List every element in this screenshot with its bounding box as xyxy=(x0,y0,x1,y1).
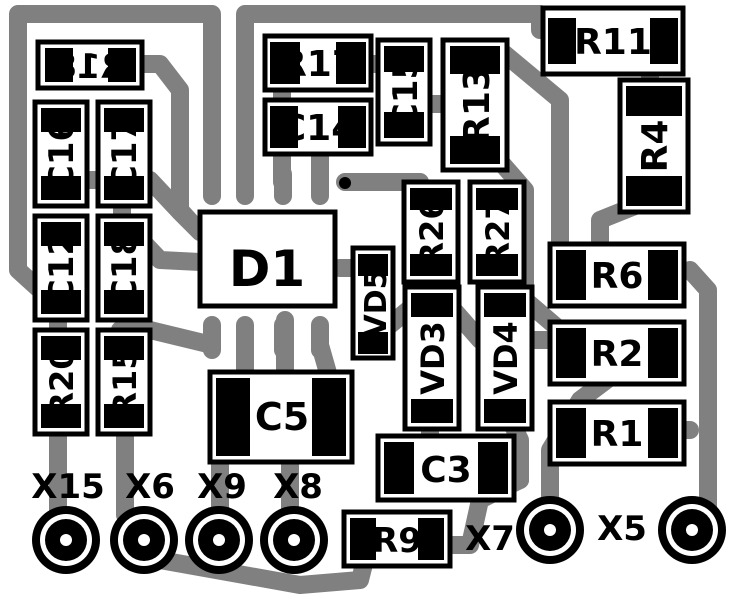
pad xyxy=(358,254,388,276)
pad xyxy=(41,108,81,132)
label-R4: R4 xyxy=(635,120,676,173)
D1-outline xyxy=(197,209,338,309)
pad xyxy=(350,518,376,560)
pad xyxy=(556,328,586,378)
pad xyxy=(648,328,678,378)
label-R27: R27 xyxy=(479,197,517,266)
label-C17: C17 xyxy=(105,118,145,190)
pad xyxy=(312,378,346,456)
label-C14: C14 xyxy=(280,108,357,149)
pad xyxy=(41,222,81,246)
label-C3: C3 xyxy=(420,450,471,491)
pad xyxy=(45,48,73,82)
pad xyxy=(104,108,144,132)
pad xyxy=(108,48,136,82)
pad xyxy=(548,18,576,64)
label-X15: X15 xyxy=(31,467,105,507)
label-C16: C16 xyxy=(42,118,82,190)
pad xyxy=(556,408,586,458)
pad xyxy=(338,106,366,148)
pad xyxy=(104,336,144,360)
pad xyxy=(270,42,300,84)
connector-pads xyxy=(32,496,726,574)
x6-pad xyxy=(110,506,178,574)
pad xyxy=(41,336,81,360)
label-X7: X7 xyxy=(465,519,515,559)
x8-pad xyxy=(260,506,328,574)
pad xyxy=(626,86,682,116)
pad xyxy=(626,176,682,206)
pad xyxy=(384,442,414,494)
pad xyxy=(104,222,144,246)
pad xyxy=(484,399,526,423)
pad xyxy=(476,188,518,210)
label-C12: C12 xyxy=(42,232,82,304)
label-VD3: VD3 xyxy=(414,321,452,395)
label-R9: R9 xyxy=(372,521,422,561)
label-R2: R2 xyxy=(591,334,644,375)
label-X6: X6 xyxy=(125,467,175,507)
pad xyxy=(478,442,508,494)
pad xyxy=(418,518,444,560)
x5-pad xyxy=(658,496,726,564)
label-VD4: VD4 xyxy=(487,321,525,395)
label-R17: R17 xyxy=(279,44,357,85)
smd-pads xyxy=(41,18,682,560)
label-R20: R20 xyxy=(43,347,81,416)
d1-pins xyxy=(203,165,329,359)
label-X5: X5 xyxy=(597,509,647,549)
label-C15: C15 xyxy=(386,56,426,128)
pad xyxy=(650,18,678,64)
pad xyxy=(41,176,81,200)
label-R26: R26 xyxy=(413,197,451,266)
pad xyxy=(411,399,453,423)
label-C18: C18 xyxy=(105,232,145,304)
label-R1: R1 xyxy=(591,414,644,455)
label-VD5: VD5 xyxy=(359,269,394,338)
pad xyxy=(384,112,424,138)
trace xyxy=(681,261,717,539)
pad xyxy=(336,42,366,84)
trace xyxy=(116,411,374,594)
pad xyxy=(556,250,586,300)
component-labels: R18 R17 C15 R13 R11 C16 C17 C14 R4 C12 C… xyxy=(42,22,676,561)
pad xyxy=(648,408,678,458)
x15-pad xyxy=(32,506,100,574)
label-R11: R11 xyxy=(574,22,652,63)
label-R15: R15 xyxy=(106,347,144,416)
pad xyxy=(450,136,500,164)
label-C5: C5 xyxy=(255,395,309,439)
pad xyxy=(410,188,452,210)
pad xyxy=(270,106,298,148)
pad xyxy=(450,46,500,74)
label-D1: D1 xyxy=(229,240,305,298)
pad xyxy=(104,176,144,200)
connector-labels: X15 X6 X9 X8 X7 X5 xyxy=(31,467,647,559)
x7-pad xyxy=(516,496,584,564)
pad xyxy=(648,250,678,300)
label-X8: X8 xyxy=(273,467,323,507)
pad xyxy=(104,404,144,428)
label-X9: X9 xyxy=(197,467,247,507)
pad xyxy=(41,290,81,314)
pad xyxy=(358,332,388,354)
pad xyxy=(476,254,518,276)
trace xyxy=(236,5,549,191)
pad xyxy=(411,293,453,317)
label-R18: R18 xyxy=(53,47,127,87)
pad xyxy=(41,404,81,428)
label-R6: R6 xyxy=(591,256,644,297)
d1-pin1-marker xyxy=(339,177,351,189)
pad xyxy=(410,254,452,276)
pad xyxy=(216,378,250,456)
label-R13: R13 xyxy=(457,66,498,144)
x9-pad xyxy=(185,506,253,574)
pad xyxy=(384,46,424,72)
pad xyxy=(104,290,144,314)
pad xyxy=(484,293,526,317)
